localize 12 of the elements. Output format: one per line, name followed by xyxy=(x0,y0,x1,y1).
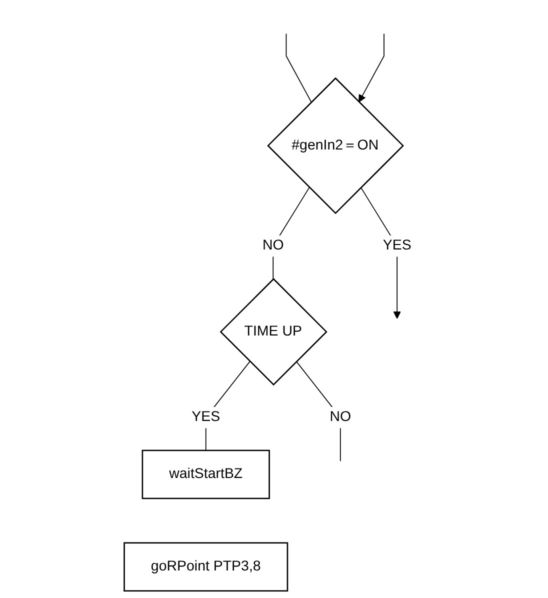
node-diamond: #genIn2＝ON xyxy=(267,77,404,214)
edge-label: YES xyxy=(382,238,412,254)
edge-label: YES xyxy=(192,410,220,425)
edge-label: NO xyxy=(330,410,352,425)
node-box: goRPoint PTP3,8 xyxy=(124,542,288,592)
node-diamond: TIME UP xyxy=(220,278,328,386)
node-box: waitStartBZ xyxy=(142,450,270,500)
connector xyxy=(286,33,312,102)
connector xyxy=(358,33,384,102)
connector xyxy=(272,187,310,280)
edge-label: NO xyxy=(262,238,284,254)
connector xyxy=(296,360,341,462)
